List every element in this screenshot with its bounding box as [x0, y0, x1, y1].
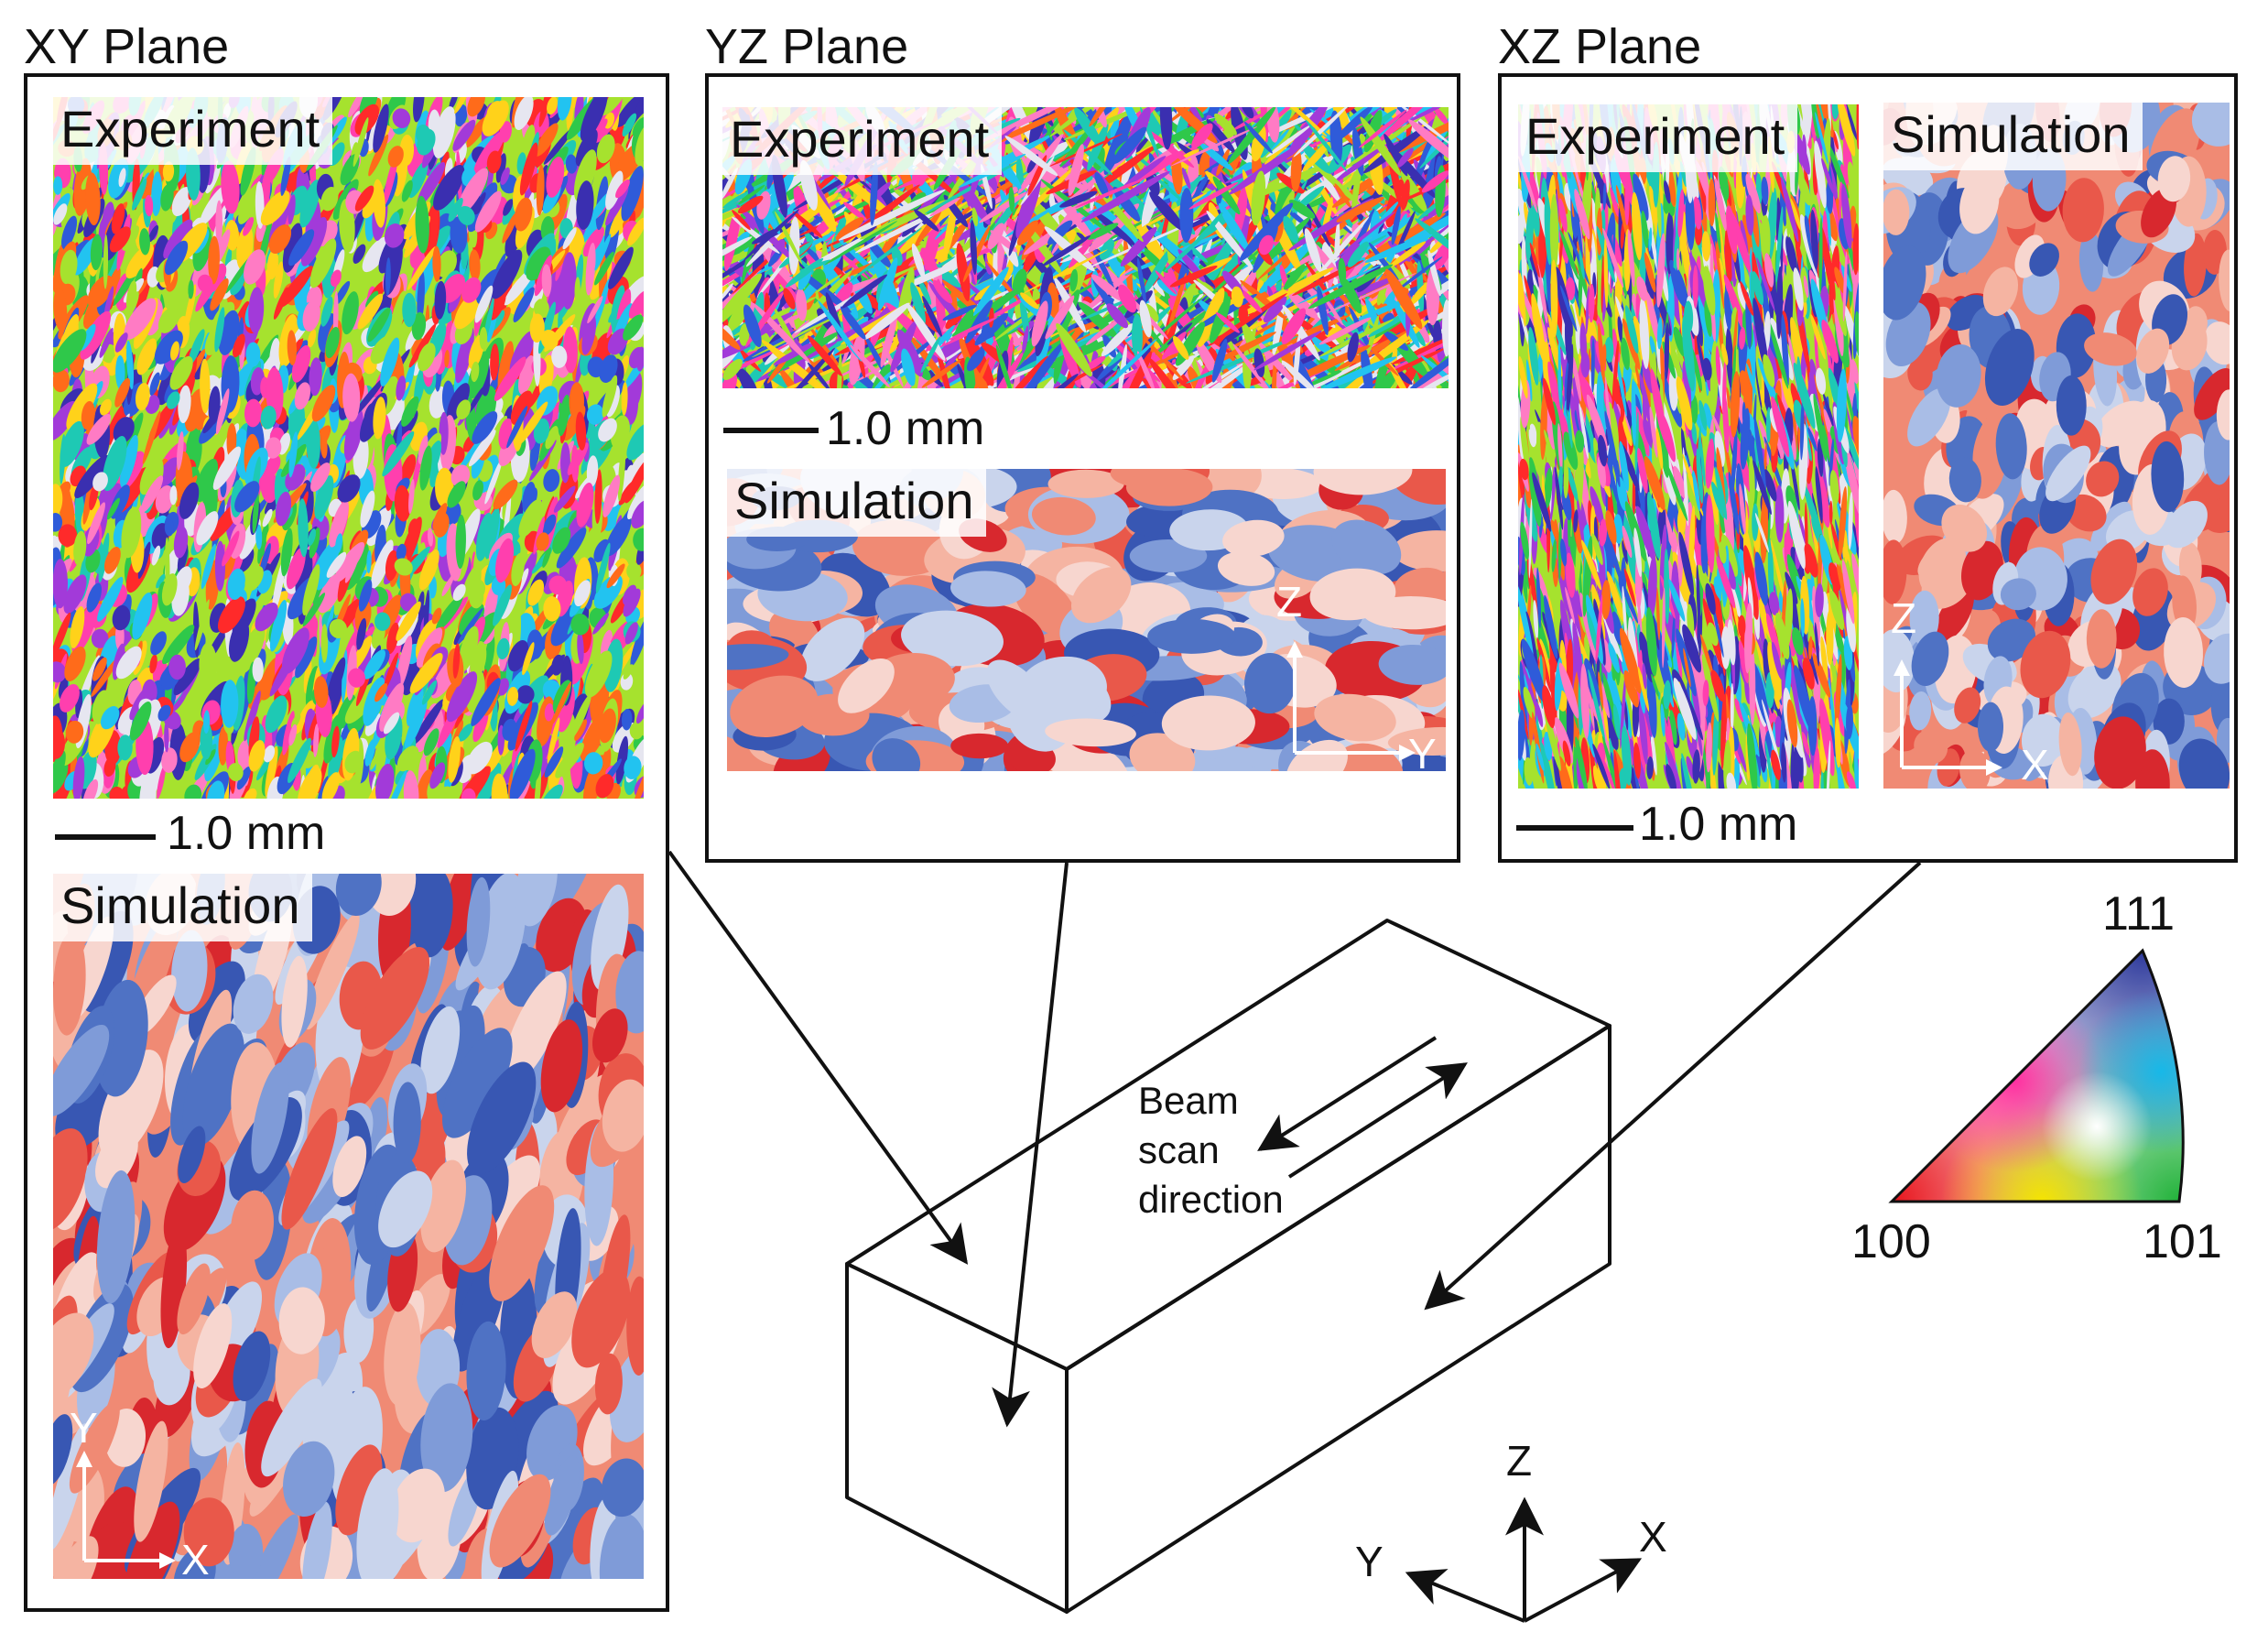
yz-axis-horizontal-label: Y — [1408, 730, 1437, 771]
ipf-color-blob — [2078, 989, 2184, 1154]
x-axis-label: X — [1639, 1513, 1667, 1561]
yz-scale-bar — [723, 428, 819, 433]
xy-axis-horizontal-label: X — [181, 1536, 210, 1579]
xy-axis-vertical-label: Y — [70, 1404, 98, 1452]
xy-simulation-label: Simulation — [53, 874, 313, 941]
beam-scan-arrows — [1257, 1036, 1468, 1179]
xz-experiment-label: Experiment — [1518, 104, 1798, 172]
xz-axis-arrows — [1894, 659, 2002, 776]
xy-plane-panel: Experiment 1.0 mm Simulation Y X — [24, 73, 669, 1612]
xz-plane-title: XZ Plane — [1498, 19, 1702, 74]
yz-scale-label: 1.0 mm — [826, 402, 985, 455]
xz-pointer-arrow — [1424, 861, 1922, 1311]
xz-simulation-map: Simulation Z X — [1883, 103, 2230, 789]
yz-simulation-label: Simulation — [727, 469, 987, 537]
ipf-label-111: 111 — [2102, 887, 2176, 941]
xz-experiment-map: Experiment — [1518, 104, 1859, 789]
build-block — [845, 919, 1611, 1614]
yz-plane-title: YZ Plane — [705, 19, 909, 74]
xz-axis-horizontal-label: X — [2021, 741, 2049, 789]
xy-experiment-label: Experiment — [53, 97, 333, 165]
x-axis-arrow — [1524, 1558, 1643, 1623]
xy-pointer-arrow — [667, 850, 969, 1265]
yz-experiment-label: Experiment — [722, 107, 1003, 175]
yz-axis-arrows — [1286, 641, 1416, 761]
xz-scale-label: 1.0 mm — [1639, 798, 1798, 851]
ipf-color-blob — [1978, 1000, 2184, 1202]
xz-plane-panel: Experiment Simulation Z X 1.0 mm — [1498, 73, 2238, 863]
ipf-label-100: 100 — [1851, 1215, 1931, 1268]
ipf-color-blob — [1892, 982, 2111, 1202]
xy-scale-label: 1.0 mm — [167, 807, 326, 860]
beam-arrow-right — [1287, 1062, 1468, 1179]
ipf-color-blob — [2042, 1072, 2152, 1181]
plane-pointer-arrows — [667, 850, 1922, 1428]
xy-experiment-map: Experiment — [53, 97, 644, 799]
grain-texture — [1518, 104, 1859, 789]
xy-plane-title: XY Plane — [24, 19, 230, 74]
y-axis-label: Y — [1355, 1538, 1384, 1585]
xz-simulation-label: Simulation — [1883, 103, 2143, 170]
ipf-color-blob — [1923, 989, 2106, 1172]
grain-texture — [1883, 103, 2230, 789]
grain-texture — [53, 97, 644, 799]
ipf-label-101: 101 — [2143, 1215, 2222, 1268]
yz-axis-vertical-label: Z — [1276, 578, 1303, 626]
xy-simulation-map: Simulation Y X — [53, 874, 644, 1579]
xz-scale-bar — [1516, 825, 1633, 831]
z-axis-label: Z — [1506, 1437, 1533, 1485]
yz-experiment-map: Experiment — [722, 107, 1449, 388]
xy-scale-bar — [55, 834, 156, 840]
ipf-color-blob — [1941, 1101, 2143, 1202]
grain-texture — [53, 874, 644, 1579]
xy-axis-arrows — [76, 1451, 176, 1569]
yz-plane-panel: Experiment 1.0 mm Simulation Z Y — [705, 73, 1460, 863]
yz-simulation-map: Simulation Z Y — [727, 469, 1446, 771]
y-axis-arrow — [1405, 1569, 1525, 1623]
beam-scan-direction-label: Beam scan direction — [1138, 1079, 1284, 1221]
beam-arrow-left — [1257, 1036, 1438, 1151]
xz-axis-vertical-label: Z — [1891, 594, 1917, 642]
coordinate-axes — [1405, 1496, 1643, 1623]
grain-texture — [722, 107, 1449, 388]
yz-pointer-arrow — [992, 862, 1069, 1428]
